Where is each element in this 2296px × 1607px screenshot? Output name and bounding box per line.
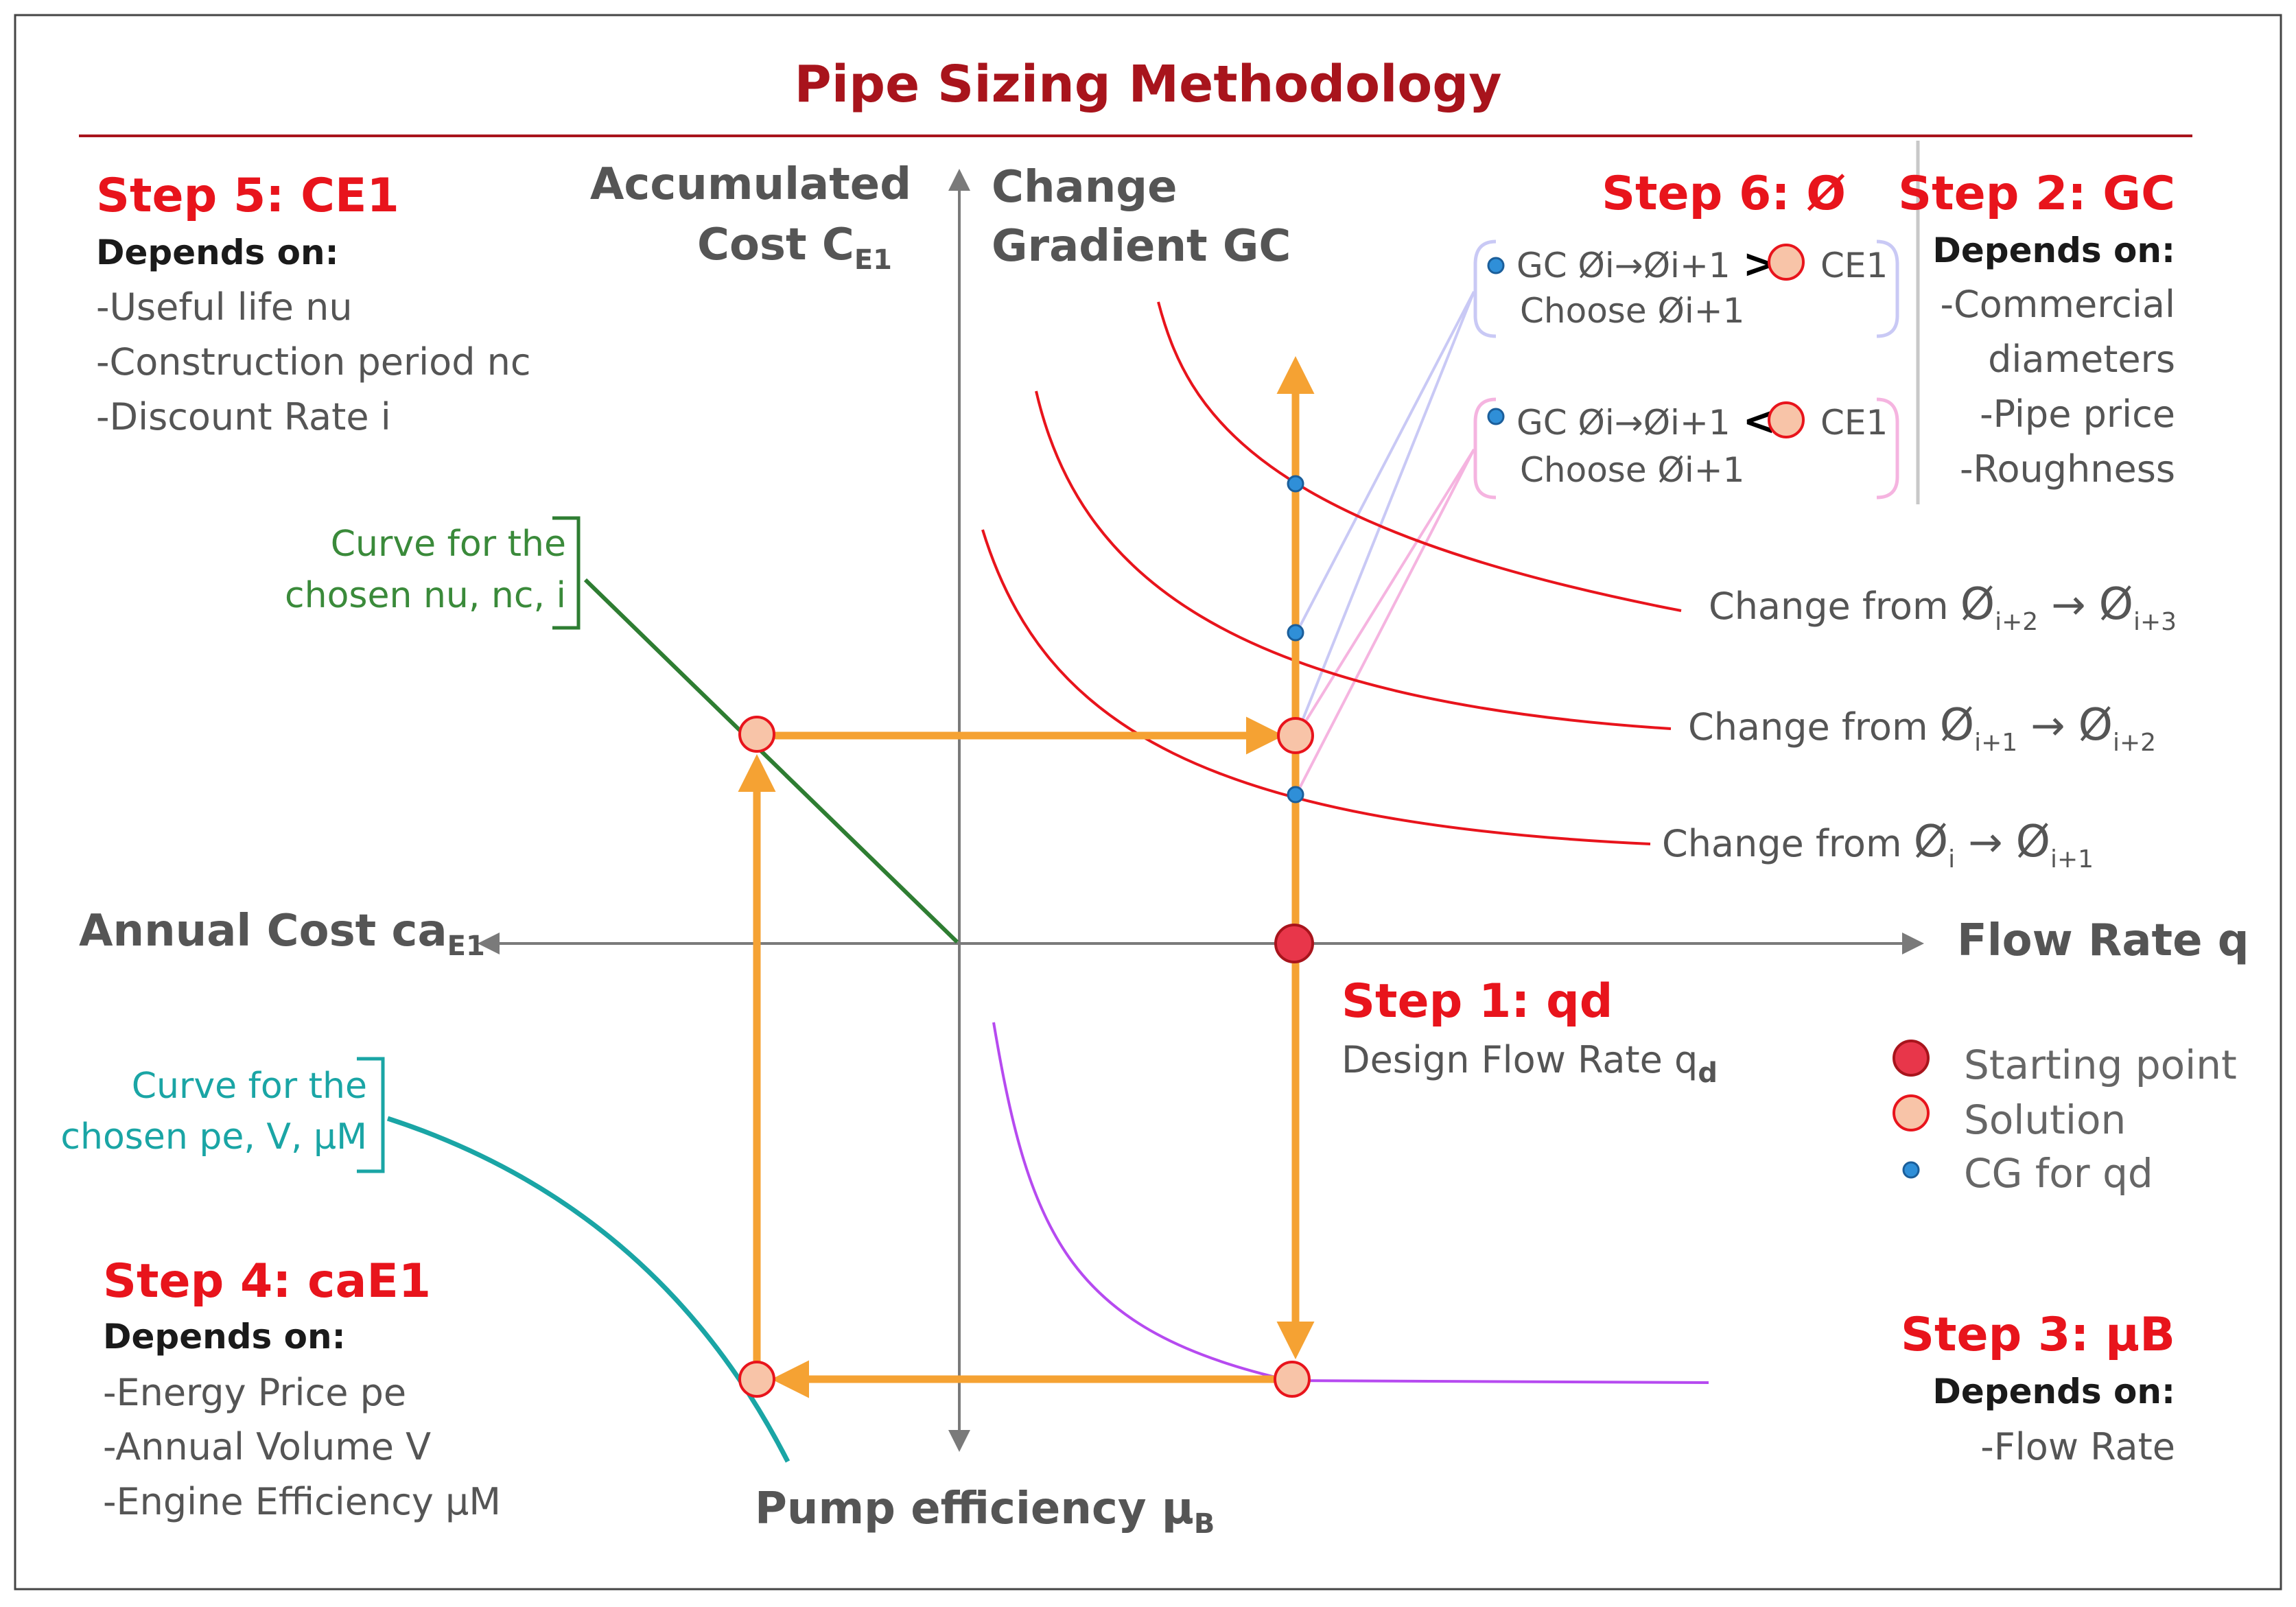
- solution-point: [738, 716, 775, 753]
- legend-cg: CG for qd: [1964, 1150, 2153, 1197]
- cg-point: [1287, 786, 1304, 804]
- cg-point: [1287, 475, 1304, 493]
- change-label-i1-i2: Change from Øi+1 → Øi+2: [1688, 700, 2156, 757]
- step5-title: Step 5: CE1: [96, 169, 399, 223]
- step5-item-discount: -Discount Rate i: [96, 395, 391, 438]
- step3-item-flow-rate: -Flow Rate: [1980, 1425, 2175, 1468]
- step6-rule2-ce1: CE1: [1820, 403, 1888, 443]
- cg-dot-icon: [1487, 408, 1505, 425]
- step1-title: Step 1: qd: [1342, 974, 1613, 1029]
- step3-title: Step 3: μB: [1901, 1308, 2175, 1362]
- green-curve-line: [583, 578, 959, 944]
- cg-point: [1287, 624, 1304, 642]
- change-curve-i-i1: [981, 529, 1651, 845]
- outer-frame: [14, 14, 2282, 1591]
- step4-item-energy-price: -Energy Price pe: [103, 1371, 406, 1414]
- solution-point: [1274, 1361, 1311, 1398]
- green-curve-label-2: chosen nu, nc, i: [285, 575, 566, 616]
- step6-rule2-bracket-right: [1876, 397, 1899, 500]
- step6-rule2-choose: Choose Øi+1: [1520, 450, 1744, 490]
- teal-curve-label-1: Curve for the: [132, 1066, 367, 1107]
- pump-efficiency-curve: [992, 1022, 1709, 1384]
- legend-starting-point: Starting point: [1964, 1042, 2237, 1088]
- connector-line: [1294, 291, 1475, 738]
- connector-line: [1294, 448, 1475, 739]
- step2-depends: Depends on:: [1932, 231, 2175, 270]
- step1-desc: Design Flow Rate qd: [1342, 1038, 1718, 1089]
- change-curve-i1-i2: [1035, 390, 1672, 730]
- step6-rule1-bracket-left: [1473, 239, 1497, 338]
- page-title: Pipe Sizing Methodology: [795, 55, 1502, 114]
- step6-rule2-bracket-left: [1473, 397, 1497, 500]
- legend-solution-icon: [1893, 1094, 1930, 1131]
- step6-rule1-ce1: CE1: [1820, 246, 1888, 285]
- step2-item-commercial: -Commercial: [1941, 283, 2175, 326]
- legend-starting-point-icon: [1893, 1040, 1930, 1077]
- step4-item-annual-volume: -Annual Volume V: [103, 1425, 431, 1468]
- legend-cg-icon: [1902, 1161, 1920, 1179]
- solution-dot-icon: [1768, 244, 1805, 281]
- axis-label-pump-efficiency: Pump efficiency μB: [755, 1483, 1215, 1540]
- step6-rule1-bracket-right: [1876, 239, 1899, 338]
- step4-title: Step 4: caE1: [103, 1254, 431, 1309]
- change-curve-i2-i3: [1157, 301, 1682, 612]
- connector-line: [1294, 449, 1475, 797]
- step2-item-diameters: diameters: [1988, 338, 2175, 381]
- legend-solution: Solution: [1964, 1096, 2126, 1143]
- solution-point: [738, 1361, 775, 1398]
- axis-label-gradient: Gradient GC: [992, 221, 1291, 272]
- step3-depends: Depends on:: [1932, 1372, 2175, 1411]
- green-curve-bracket: [552, 516, 581, 630]
- axis-label-flow-rate: Flow Rate q: [1957, 915, 2249, 966]
- axis-label-change: Change: [992, 162, 1178, 213]
- axis-label-annual-cost: Annual Cost caE1: [79, 906, 485, 962]
- step6-rule2: GC Øi→Øi+1<: [1516, 397, 1776, 444]
- step4-depends: Depends on:: [103, 1317, 346, 1357]
- change-label-i2-i3: Change from Øi+2 → Øi+3: [1709, 579, 2177, 636]
- step2-item-roughness: -Roughness: [1960, 447, 2175, 491]
- connector-line: [1294, 291, 1475, 635]
- solution-dot-icon: [1768, 401, 1805, 438]
- step2-item-pipe-price: -Pipe price: [1980, 392, 2175, 436]
- cg-dot-icon: [1487, 257, 1505, 274]
- green-curve-label-1: Curve for the: [331, 524, 566, 565]
- teal-curve-label-2: chosen pe, V, μM: [60, 1116, 367, 1158]
- axis-label-accumulated-cost: Cost CE1: [697, 220, 892, 276]
- solution-point: [1277, 717, 1314, 754]
- starting-point: [1274, 924, 1314, 963]
- teal-curve: [386, 1116, 790, 1463]
- change-label-i-i1: Change from Øi → Øi+1: [1662, 817, 2094, 873]
- step5-item-construction: -Construction period nc: [96, 340, 531, 384]
- teal-curve-bracket: [357, 1057, 385, 1173]
- axis-label-accumulated: Accumulated: [590, 159, 911, 210]
- step5-item-useful-life: -Useful life nu: [96, 285, 353, 329]
- step6-title: Step 6: Ø: [1602, 167, 1846, 221]
- step2-title: Step 2: GC: [1898, 167, 2175, 221]
- step6-rule1-choose: Choose Øi+1: [1520, 291, 1744, 331]
- step5-depends: Depends on:: [96, 233, 339, 272]
- step6-rule1: GC Øi→Øi+1>: [1516, 240, 1776, 287]
- step4-item-engine-efficiency: -Engine Efficiency μM: [103, 1480, 501, 1523]
